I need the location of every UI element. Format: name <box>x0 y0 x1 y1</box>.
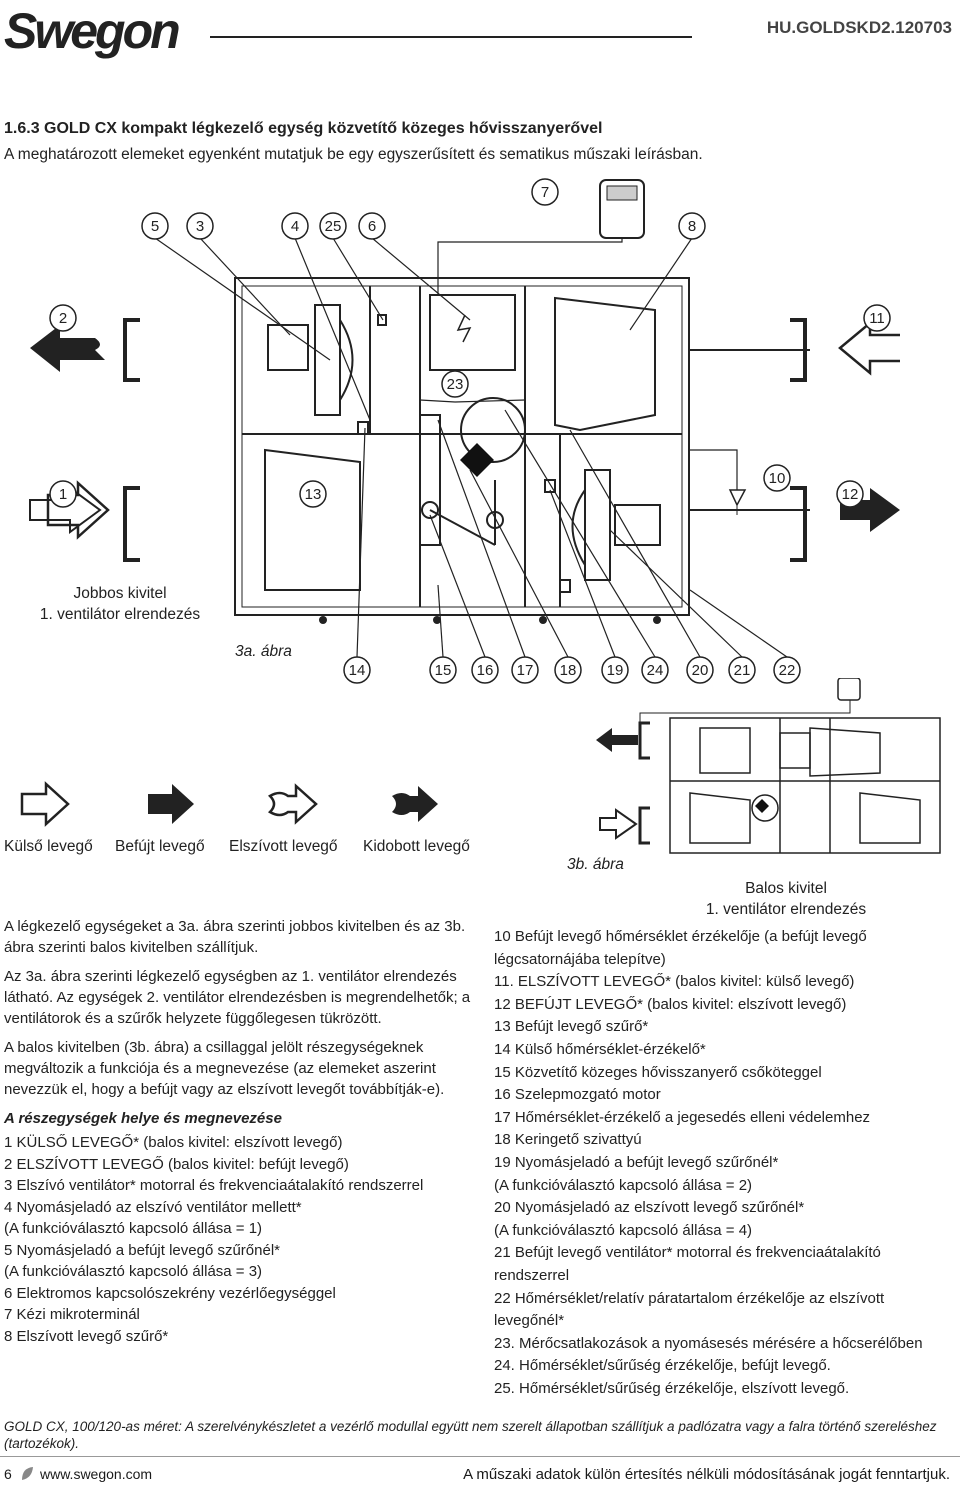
paragraph: A légkezelő egységeket a 3a. ábra szerin… <box>4 918 466 956</box>
callout-number: 22 <box>779 662 796 679</box>
list-item: 8 Elszívott levegő szűrő* <box>4 1327 169 1345</box>
list-item: (A funkcióválasztó kapcsoló állása = 3) <box>4 1263 263 1280</box>
callout-number: 15 <box>435 662 452 679</box>
list-item: 14 Külső hőmérséklet-érzékelő* <box>494 1040 706 1058</box>
assembly-note: GOLD CX, 100/120-as méret: A szerelvényk… <box>4 1419 937 1451</box>
supply-air-icon <box>148 784 194 824</box>
callout-number: 18 <box>560 662 577 679</box>
callout-number: 21 <box>734 662 751 679</box>
callout-number: 11 <box>869 310 885 327</box>
orientation-label: Jobbos kivitel <box>73 585 166 602</box>
legend-symbols <box>20 781 438 827</box>
list-item: 6 Elektromos kapcsolószekrény vezérlőegy… <box>4 1284 336 1302</box>
swegon-logo: Swegon <box>4 3 181 59</box>
list-item: 15 Közvetítő közeges hővisszanyerő csőkö… <box>494 1063 822 1081</box>
callout-number: 3 <box>196 218 204 235</box>
list-item: 5 Nyomásjeladó a befújt levegő szűrőnél* <box>4 1241 280 1259</box>
heat-recovery-pump-18 <box>460 397 526 463</box>
website-link[interactable]: www.swegon.com <box>40 1466 153 1482</box>
list-item: 22 Hőmérséklet/relatív páratartalom érzé… <box>494 1289 885 1330</box>
callout-number: 4 <box>291 218 299 235</box>
extract-air-icon <box>267 783 318 825</box>
legend-exhaust: Kidobott levegő <box>363 838 470 855</box>
document-code: HU.GOLDSKD2.120703 <box>766 18 952 37</box>
list-item: 1 KÜLSŐ LEVEGŐ* (balos kivitel: elszívot… <box>4 1134 343 1151</box>
list-item: 18 Keringető szivattyú <box>494 1131 642 1149</box>
list-item: 23. Mérőcsatlakozások a nyomásesés mérés… <box>494 1334 923 1352</box>
parts-list-left: 1 KÜLSŐ LEVEGŐ* (balos kivitel: elszívot… <box>4 1132 474 1347</box>
list-item: 17 Hőmérséklet-érzékelő a jegesedés elle… <box>494 1108 871 1126</box>
outdoor-air-icon <box>20 781 70 827</box>
list-item: (A funkcióválasztó kapcsoló állása = 2) <box>494 1176 753 1194</box>
list-item: 24. Hőmérséklet/sűrűség érzékelője, befú… <box>494 1357 831 1375</box>
figure-3a-diagram: 5 3 4 25 6 7 8 2 11 23 1 13 10 12 14 15 … <box>29 178 900 684</box>
section-intro: A meghatározott elemeket egyenként mutat… <box>4 146 703 163</box>
callout-number: 12 <box>842 486 859 503</box>
unit-casing <box>234 277 690 616</box>
callout-number: 20 <box>692 662 709 679</box>
orientation-label-b: Balos kivitel <box>745 880 827 897</box>
list-item: 10 Befújt levegő hőmérséklet érzékelője … <box>494 928 867 968</box>
callout-number: 13 <box>305 486 322 503</box>
orientation-sublabel-b: 1. ventilátor elrendezés <box>705 901 867 918</box>
description-block: A légkezelő egységeket a 3a. ábra szerin… <box>4 916 474 1347</box>
callout-number: 14 <box>349 662 366 679</box>
parts-list-title: A részegységek helye és megnevezése <box>4 1110 282 1127</box>
header-rule <box>210 36 692 38</box>
list-item: 20 Nyomásjeladó az elszívott levegő szűr… <box>494 1199 805 1217</box>
list-item: 21 Befújt levegő ventilátor* motorral és… <box>494 1244 881 1284</box>
callout-number: 19 <box>607 662 624 679</box>
footer-disclaimer: A műszaki adatok külön értesítés nélküli… <box>463 1466 950 1483</box>
list-item: 2 ELSZÍVOTT LEVEGŐ (balos kivitel: befúj… <box>4 1155 349 1173</box>
callout-number: 17 <box>517 662 534 679</box>
section-title: 1.6.3 GOLD CX kompakt légkezelő egység k… <box>4 120 603 137</box>
legend-supply: Befújt levegő <box>115 838 205 855</box>
list-item: (A funkcióválasztó kapcsoló állása = 4) <box>494 1221 753 1239</box>
paragraph: A balos kivitelben (3b. ábra) a csillagg… <box>4 1039 445 1098</box>
extract-filter-8 <box>554 296 656 432</box>
page-number: 6 <box>4 1466 12 1482</box>
figure-3b-diagram <box>596 678 941 854</box>
callout-number: 23 <box>447 376 464 393</box>
list-item: (A funkcióválasztó kapcsoló állása = 1) <box>4 1220 263 1237</box>
parts-list-right: 10 Befújt levegő hőmérséklet érzékelője … <box>494 926 949 1400</box>
legend-outdoor: Külső levegő <box>4 838 93 855</box>
callout-number: 2 <box>59 310 67 327</box>
callout-number: 1 <box>59 486 67 503</box>
paragraph: Az 3a. ábra szerinti légkezelő egységben… <box>4 968 471 1027</box>
legend-extract: Elszívott levegő <box>229 838 338 855</box>
list-item: 25. Hőmérséklet/sűrűség érzékelője, elsz… <box>494 1379 850 1397</box>
leaf-icon <box>22 1467 33 1480</box>
callout-number: 24 <box>647 662 664 679</box>
control-box-6 <box>429 294 516 371</box>
list-item: 11. ELSZÍVOTT LEVEGŐ* (balos kivitel: kü… <box>494 973 855 991</box>
list-item: 12 BEFÚJT LEVEGŐ* (balos kivitel: elszív… <box>494 995 847 1013</box>
callout-number: 8 <box>688 218 696 235</box>
exhaust-air-icon <box>392 786 438 822</box>
list-item: 16 Szelepmozgató motor <box>494 1086 661 1104</box>
callout-number: 7 <box>541 184 549 201</box>
figure-caption: 3a. ábra <box>235 643 292 660</box>
callout-number: 16 <box>477 662 494 679</box>
callout-number: 10 <box>769 470 786 487</box>
callout-number: 6 <box>368 218 376 235</box>
footer-rule <box>0 1456 960 1457</box>
supply-fan-21 <box>584 469 611 581</box>
callout-number: 25 <box>325 218 342 235</box>
list-item: 19 Nyomásjeladó a befújt levegő szűrőnél… <box>494 1153 779 1171</box>
list-item: 13 Befújt levegő szűrő* <box>494 1018 649 1036</box>
extract-fan-3 <box>314 304 341 416</box>
list-item: 3 Elszívó ventilátor* motorral és frekve… <box>4 1177 424 1194</box>
callout-number: 5 <box>151 218 159 235</box>
orientation-sublabel: 1. ventilátor elrendezés <box>40 606 201 623</box>
supply-filter-13 <box>264 448 361 591</box>
list-item: 4 Nyomásjeladó az elszívó ventilátor mel… <box>4 1198 302 1216</box>
list-item: 7 Kézi mikroterminál <box>4 1306 140 1323</box>
figure-3b-caption: 3b. ábra <box>567 856 624 873</box>
